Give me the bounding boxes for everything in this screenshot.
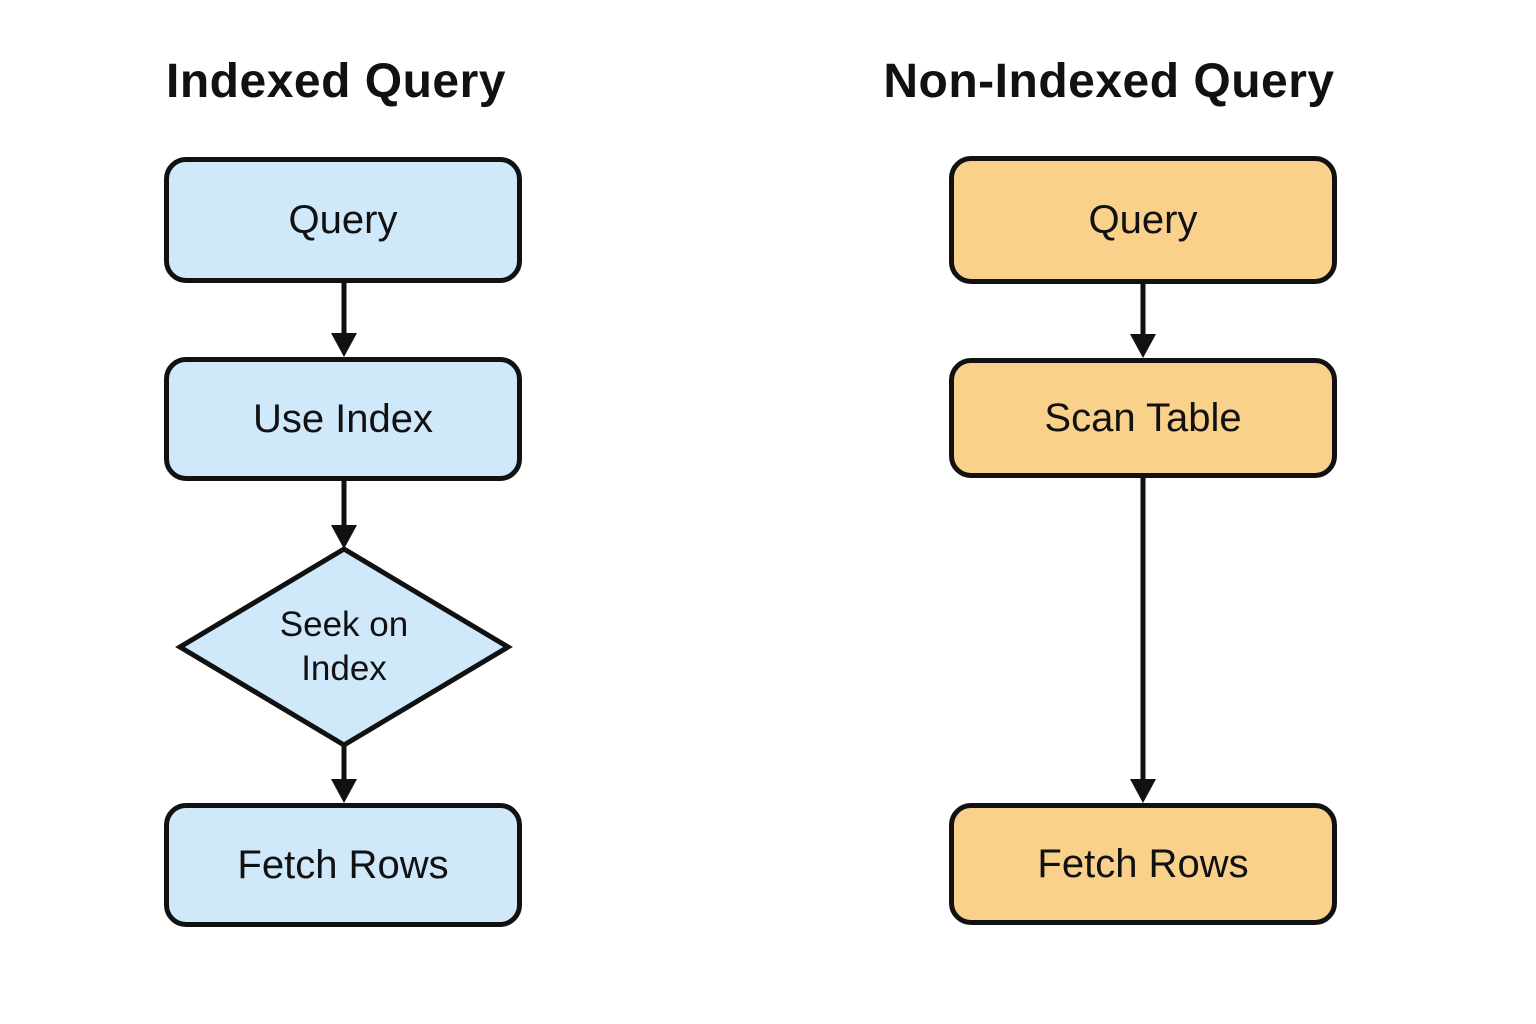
non-indexed-node-fetch-rows-label: Fetch Rows <box>1037 842 1249 886</box>
seek-on-index-line1: Seek on <box>279 605 409 645</box>
seek-on-index-line2: Index <box>301 649 387 688</box>
non-indexed-node-scan-table-label: Scan Table <box>1044 396 1242 440</box>
non-indexed-flow-title: Non-Indexed Query <box>883 55 1335 108</box>
non-indexed-node-query-label: Query <box>1088 198 1198 242</box>
indexed-node-query: Query <box>164 157 522 283</box>
non-indexed-node-scan-table: Scan Table <box>949 358 1337 478</box>
arrow-seek-to-fetch <box>331 745 357 803</box>
indexed-node-seek-on-index: Seek on Index <box>180 547 508 747</box>
indexed-node-fetch-rows: Fetch Rows <box>164 803 522 927</box>
non-indexed-node-query: Query <box>949 156 1337 284</box>
indexed-node-query-label: Query <box>288 198 398 242</box>
arrow-query-to-useindex <box>331 283 357 357</box>
indexed-node-use-index: Use Index <box>164 357 522 481</box>
non-indexed-node-fetch-rows: Fetch Rows <box>949 803 1337 925</box>
arrow-scantable-to-fetch <box>1130 478 1156 803</box>
indexed-node-use-index-label: Use Index <box>252 397 434 441</box>
arrow-query-to-scantable <box>1130 284 1156 358</box>
indexed-flow-title: Indexed Query <box>166 55 506 108</box>
arrow-useindex-to-seek <box>331 481 357 549</box>
indexed-node-fetch-rows-label: Fetch Rows <box>237 843 449 887</box>
